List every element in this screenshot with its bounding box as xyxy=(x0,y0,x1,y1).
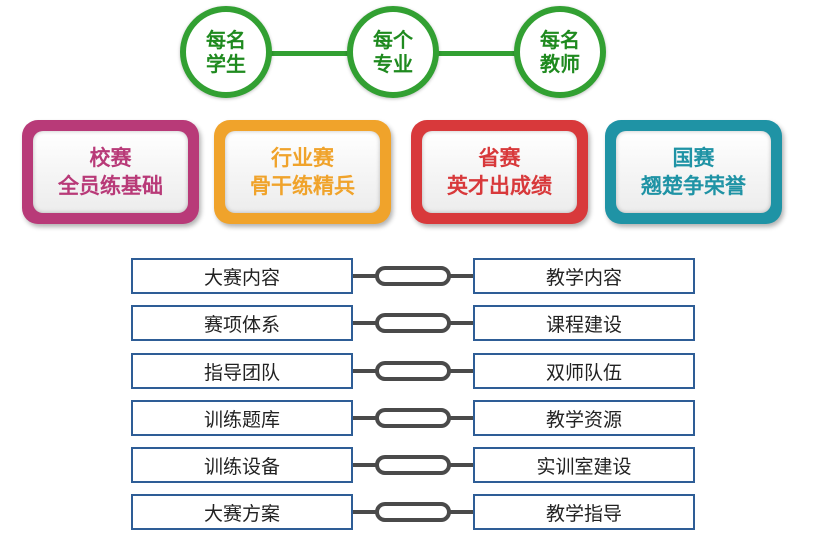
chain-link-icon xyxy=(353,455,473,475)
circle-text-line1: 每个 xyxy=(373,28,413,52)
pair-right-box: 教学内容 xyxy=(473,258,695,294)
pair-row: 训练题库 教学资源 xyxy=(131,400,695,436)
circle-text-line2: 专业 xyxy=(373,52,413,76)
pair-left-box: 指导团队 xyxy=(131,353,353,389)
card-subtitle: 骨干练精兵 xyxy=(250,174,355,198)
pair-row: 训练设备 实训室建设 xyxy=(131,447,695,483)
pair-row: 大赛内容 教学内容 xyxy=(131,258,695,294)
card-subtitle: 全员练基础 xyxy=(58,174,163,198)
card-industry-contest: 行业赛 骨干练精兵 xyxy=(214,120,391,224)
pair-row: 指导团队 双师队伍 xyxy=(131,353,695,389)
card-subtitle: 翘楚争荣誉 xyxy=(641,174,746,198)
pair-right-box: 教学指导 xyxy=(473,494,695,530)
card-title: 校赛 xyxy=(89,146,132,170)
chain-link-icon xyxy=(353,266,473,286)
circle-text-line2: 学生 xyxy=(206,52,246,76)
card-inner: 行业赛 骨干练精兵 xyxy=(225,131,380,213)
pair-left-box: 大赛内容 xyxy=(131,258,353,294)
card-inner: 国赛 翘楚争荣誉 xyxy=(616,131,771,213)
card-title: 国赛 xyxy=(672,146,715,170)
card-title: 行业赛 xyxy=(271,146,334,170)
chain-link-icon xyxy=(353,408,473,428)
card-inner: 校赛 全员练基础 xyxy=(33,131,188,213)
circle-every-teacher: 每名 教师 xyxy=(514,6,606,98)
pair-row: 大赛方案 教学指导 xyxy=(131,494,695,530)
chain-link-icon xyxy=(353,313,473,333)
chain-link-icon xyxy=(353,502,473,522)
pair-left-box: 训练设备 xyxy=(131,447,353,483)
card-inner: 省赛 英才出成绩 xyxy=(422,131,577,213)
pair-right-box: 双师队伍 xyxy=(473,353,695,389)
circle-every-major: 每个 专业 xyxy=(347,6,439,98)
chain-link-icon xyxy=(353,361,473,381)
pair-right-box: 教学资源 xyxy=(473,400,695,436)
card-school-contest: 校赛 全员练基础 xyxy=(22,120,199,224)
card-subtitle: 英才出成绩 xyxy=(447,174,552,198)
card-provincial-contest: 省赛 英才出成绩 xyxy=(411,120,588,224)
card-national-contest: 国赛 翘楚争荣誉 xyxy=(605,120,782,224)
circle-text-line2: 教师 xyxy=(540,52,580,76)
card-title: 省赛 xyxy=(478,146,521,170)
pair-row: 赛项体系 课程建设 xyxy=(131,305,695,341)
circle-every-student: 每名 学生 xyxy=(180,6,272,98)
circle-text-line1: 每名 xyxy=(206,28,246,52)
pair-left-box: 大赛方案 xyxy=(131,494,353,530)
pair-right-box: 课程建设 xyxy=(473,305,695,341)
pair-left-box: 赛项体系 xyxy=(131,305,353,341)
pair-right-box: 实训室建设 xyxy=(473,447,695,483)
circle-text-line1: 每名 xyxy=(540,28,580,52)
pair-left-box: 训练题库 xyxy=(131,400,353,436)
